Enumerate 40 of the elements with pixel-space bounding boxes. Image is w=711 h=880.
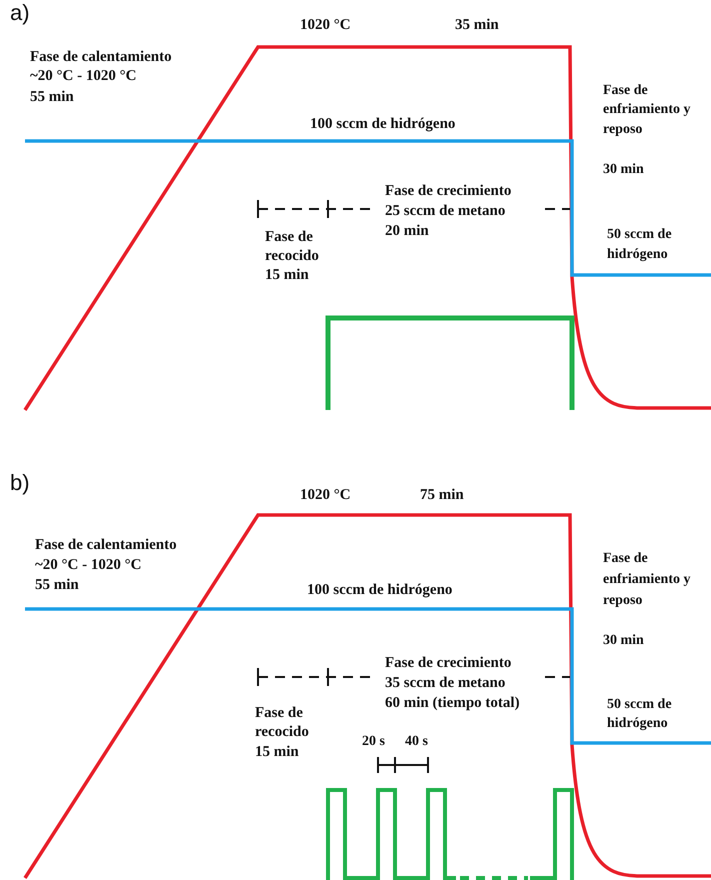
phase-label: enfriamiento y [603, 571, 690, 589]
panel-label: a) [10, 4, 30, 22]
temperature-label: 1020 °C [300, 486, 351, 504]
duration-label: 60 min (tiempo total) [385, 694, 520, 712]
duration-label: 55 min [30, 88, 74, 106]
phase-label: reposo [603, 121, 642, 139]
panel-label: b) [10, 474, 30, 492]
phase-label: Fase de [255, 704, 303, 722]
duration-label: 15 min [265, 266, 309, 284]
duration-label: 35 min [455, 16, 499, 34]
flow-label: hidrógeno [607, 246, 668, 264]
temperature-label: 1020 °C [300, 16, 351, 34]
phase-label: Fase de [265, 228, 313, 246]
phase-label: Fase de calentamiento [30, 48, 172, 66]
temperature-range-label: ~20 °C - 1020 °C [35, 556, 142, 574]
phase-label: enfriamiento y [603, 101, 690, 119]
phase-label: reposo [603, 592, 642, 610]
flow-label: 25 sccm de metano [385, 202, 506, 220]
flow-label: hidrógeno [607, 715, 668, 733]
phase-label: Fase de calentamiento [35, 536, 177, 554]
flow-label: 50 sccm de [607, 226, 672, 244]
flow-label: 35 sccm de metano [385, 674, 506, 692]
flow-label: 100 sccm de hidrógeno [307, 581, 452, 599]
duration-label: 30 min [603, 161, 644, 179]
duration-label: 30 min [603, 632, 644, 650]
phase-label: recocido [255, 723, 309, 741]
phase-label: recocido [265, 247, 319, 265]
duration-label: 55 min [35, 576, 79, 594]
pulse-duration-label: 40 s [405, 733, 428, 751]
phase-label: Fase de crecimiento [385, 654, 512, 672]
flow-label: 100 sccm de hidrógeno [310, 115, 456, 133]
duration-label: 15 min [255, 743, 299, 761]
phase-label: Fase de crecimiento [385, 182, 512, 200]
duration-label: 75 min [420, 486, 464, 504]
pulse-duration-label: 20 s [362, 733, 385, 751]
phase-label: Fase de [603, 550, 648, 568]
duration-label: 20 min [385, 222, 429, 240]
temperature-range-label: ~20 °C - 1020 °C [30, 67, 136, 85]
phase-label: Fase de [603, 82, 648, 100]
flow-label: 50 sccm de [607, 696, 672, 714]
